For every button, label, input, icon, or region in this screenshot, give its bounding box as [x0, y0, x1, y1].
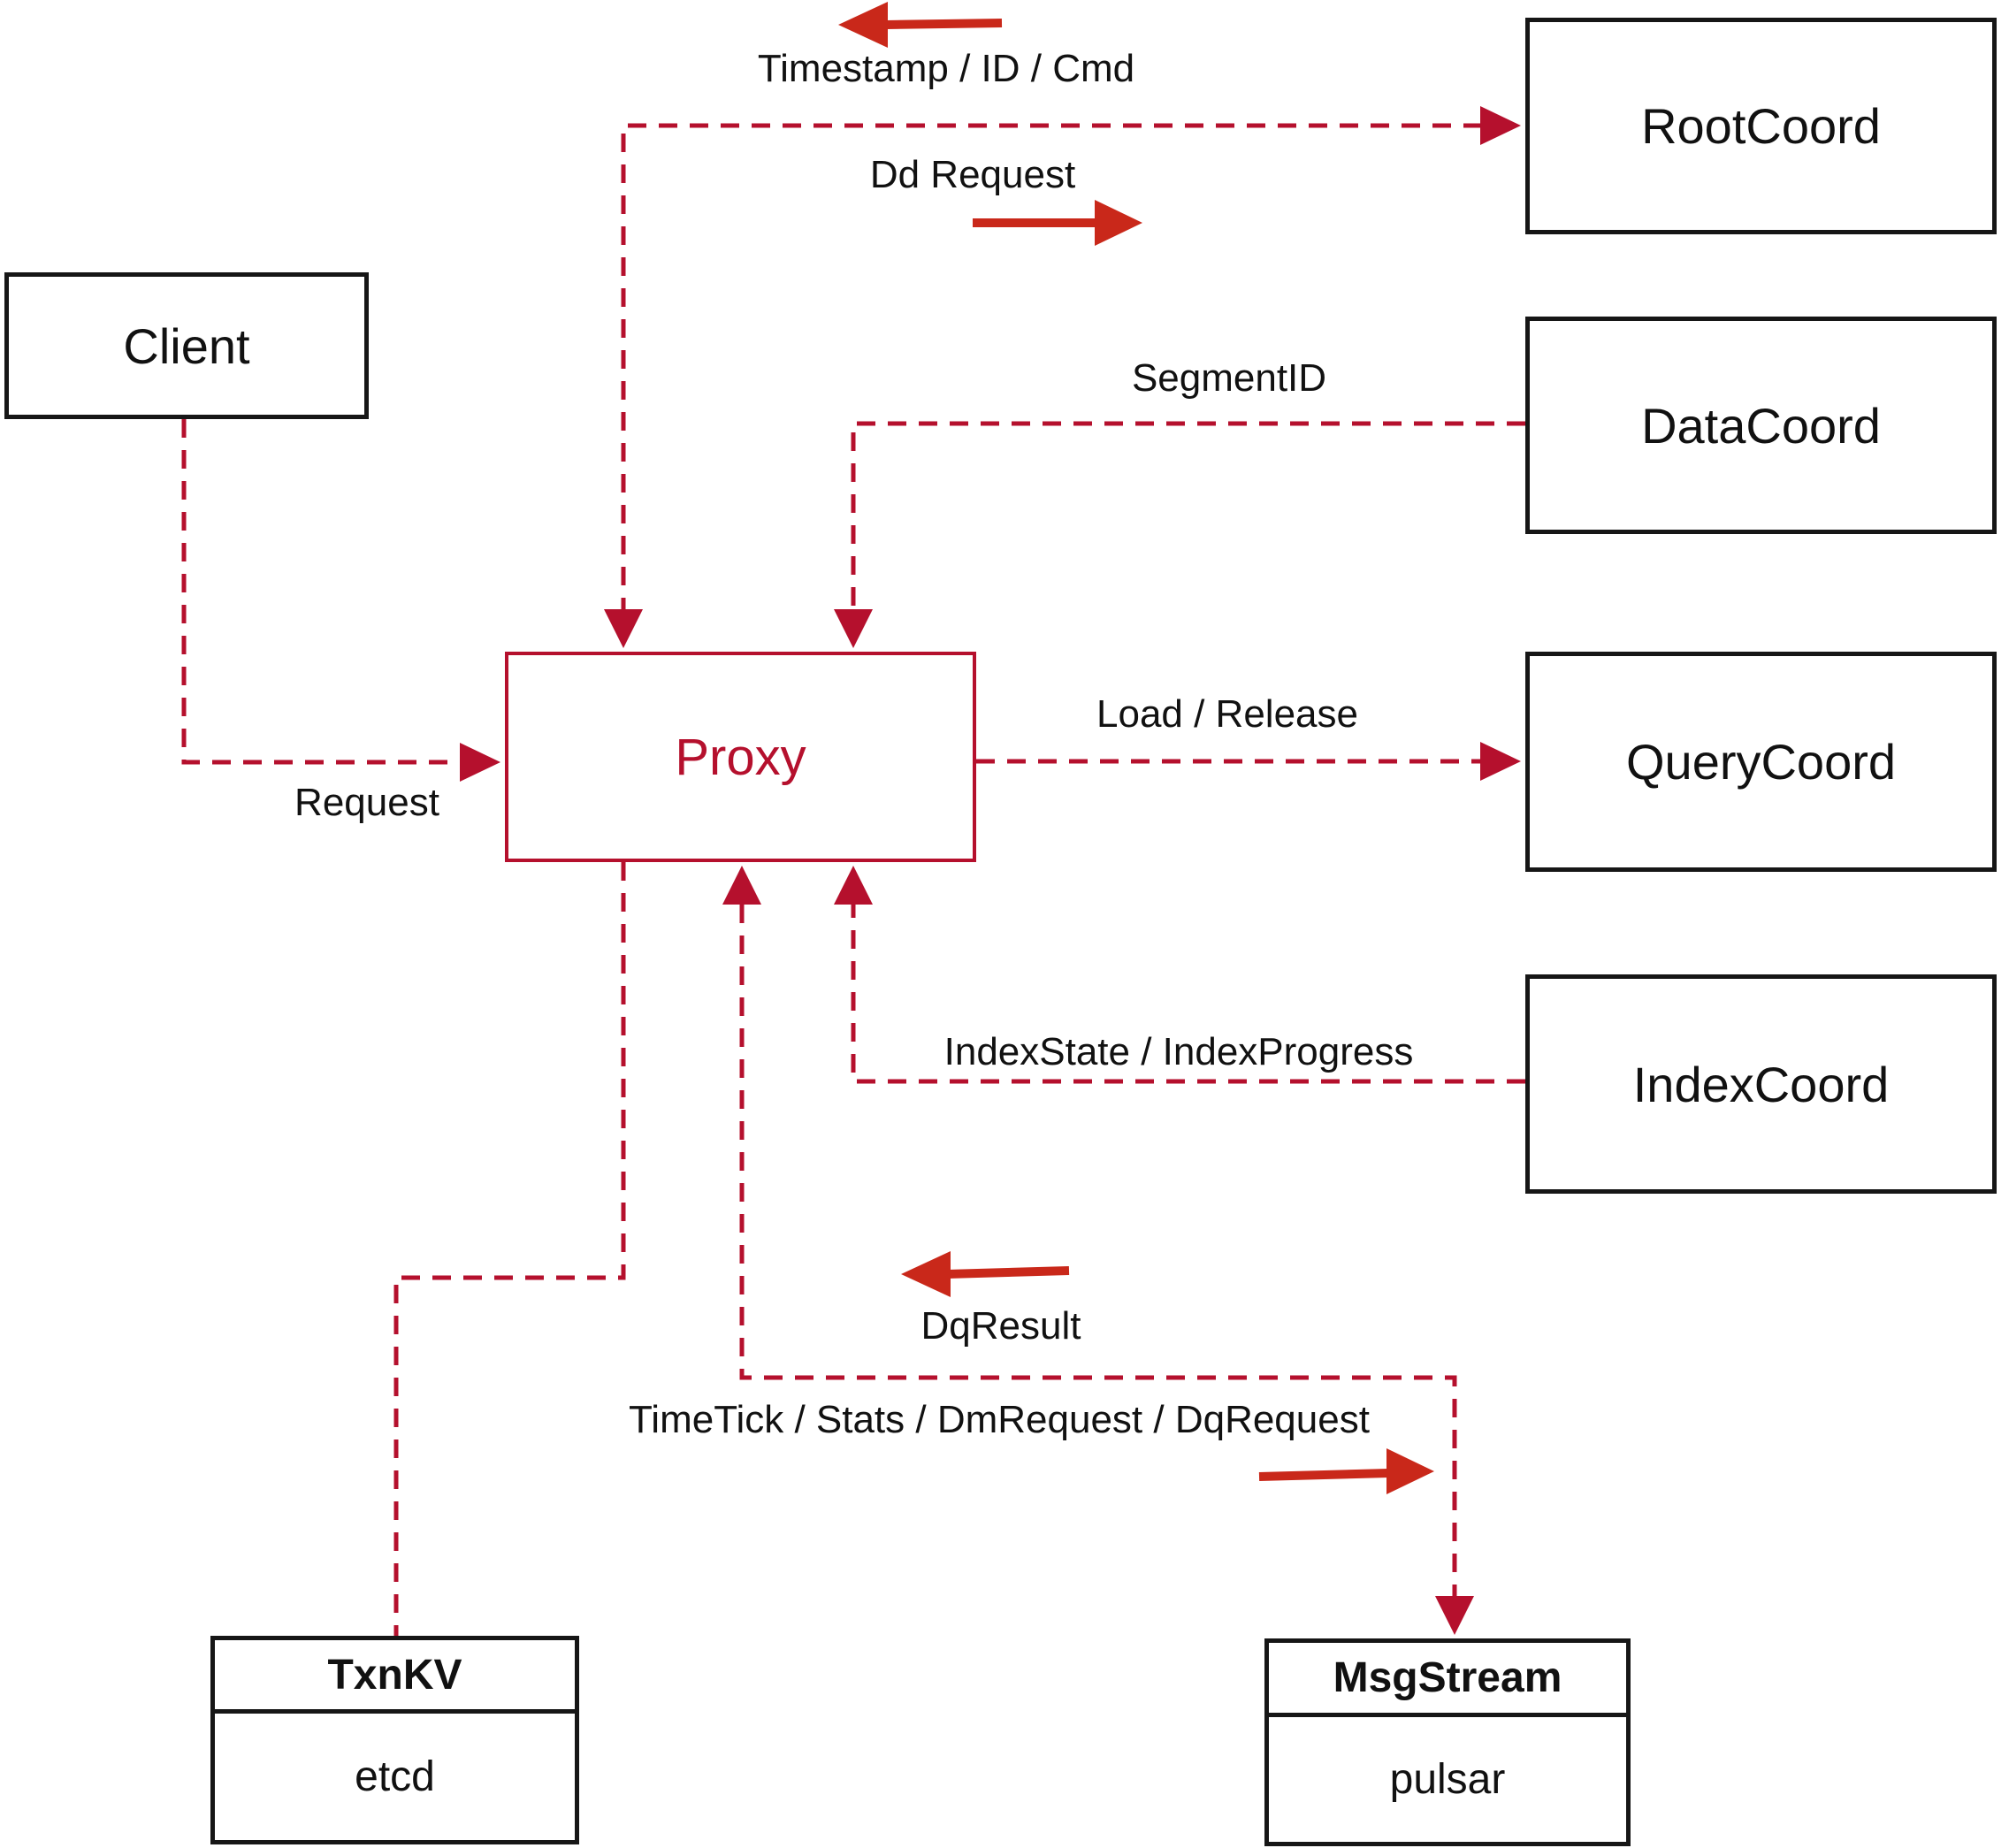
msgstream-node: MsgStream pulsar: [1264, 1638, 1631, 1846]
direction-arrow-ddrequest-right: [973, 200, 1142, 246]
edge-datacoord-proxy: [851, 421, 1525, 611]
edge-label-dqresult: DqResult: [920, 1304, 1081, 1348]
arrowhead-into-msgstream: [1435, 1596, 1474, 1635]
client-label: Client: [123, 317, 250, 374]
querycoord-label: QueryCoord: [1625, 734, 1897, 790]
arrowhead-into-proxy-top-right: [834, 609, 873, 648]
querycoord-node: QueryCoord: [1525, 652, 1997, 872]
arrowhead-into-proxy-bottom-mid: [722, 866, 761, 905]
arrowhead-into-proxy-bottom-right: [834, 866, 873, 905]
edge-label-dd-request: Dd Request: [869, 153, 1076, 196]
edge-proxy-rootcoord: [621, 123, 1482, 611]
arrowhead-into-rootcoord: [1480, 106, 1521, 145]
proxy-node: Proxy: [505, 652, 976, 862]
edge-indexcoord-proxy: [851, 905, 1525, 1084]
edge-label-timetick-stats-dmrequest-dqrequest: TimeTick / Stats / DmRequest / DqRequest: [629, 1398, 1370, 1441]
txnkv-title: TxnKV: [215, 1640, 575, 1714]
client-node: Client: [4, 272, 369, 419]
edge-label-request: Request: [294, 781, 439, 824]
arrowhead-into-proxy-top-left: [604, 609, 643, 648]
datacoord-node: DataCoord: [1525, 317, 1997, 534]
indexcoord-label: IndexCoord: [1632, 1056, 1890, 1112]
rootcoord-node: RootCoord: [1525, 18, 1997, 234]
txnkv-impl: etcd: [355, 1753, 435, 1800]
edge-label-timestamp-id-cmd: Timestamp / ID / Cmd: [757, 47, 1135, 90]
arrowhead-into-querycoord: [1480, 742, 1521, 781]
direction-arrow-timetick-right: [1258, 1448, 1434, 1494]
edge-proxy-msgstream: [739, 905, 1457, 1596]
proxy-label: Proxy: [675, 728, 806, 786]
edge-label-segmentid: SegmentID: [1131, 356, 1327, 400]
edge-label-indexstate-indexprogress: IndexState / IndexProgress: [943, 1030, 1414, 1073]
direction-arrow-dqresult-left: [901, 1251, 1070, 1297]
txnkv-node: TxnKV etcd: [210, 1636, 579, 1844]
datacoord-label: DataCoord: [1641, 397, 1881, 454]
indexcoord-node: IndexCoord: [1525, 974, 1997, 1194]
arrowhead-into-proxy-left: [460, 743, 500, 782]
msgstream-impl: pulsar: [1389, 1756, 1506, 1803]
direction-arrow-timestamp-left: [838, 2, 1003, 48]
edge-proxy-txnkv: [393, 862, 626, 1636]
msgstream-title: MsgStream: [1269, 1643, 1626, 1717]
edge-client-proxy: [181, 419, 462, 765]
edge-label-load-release: Load / Release: [1096, 692, 1358, 736]
rootcoord-label: RootCoord: [1641, 98, 1881, 154]
